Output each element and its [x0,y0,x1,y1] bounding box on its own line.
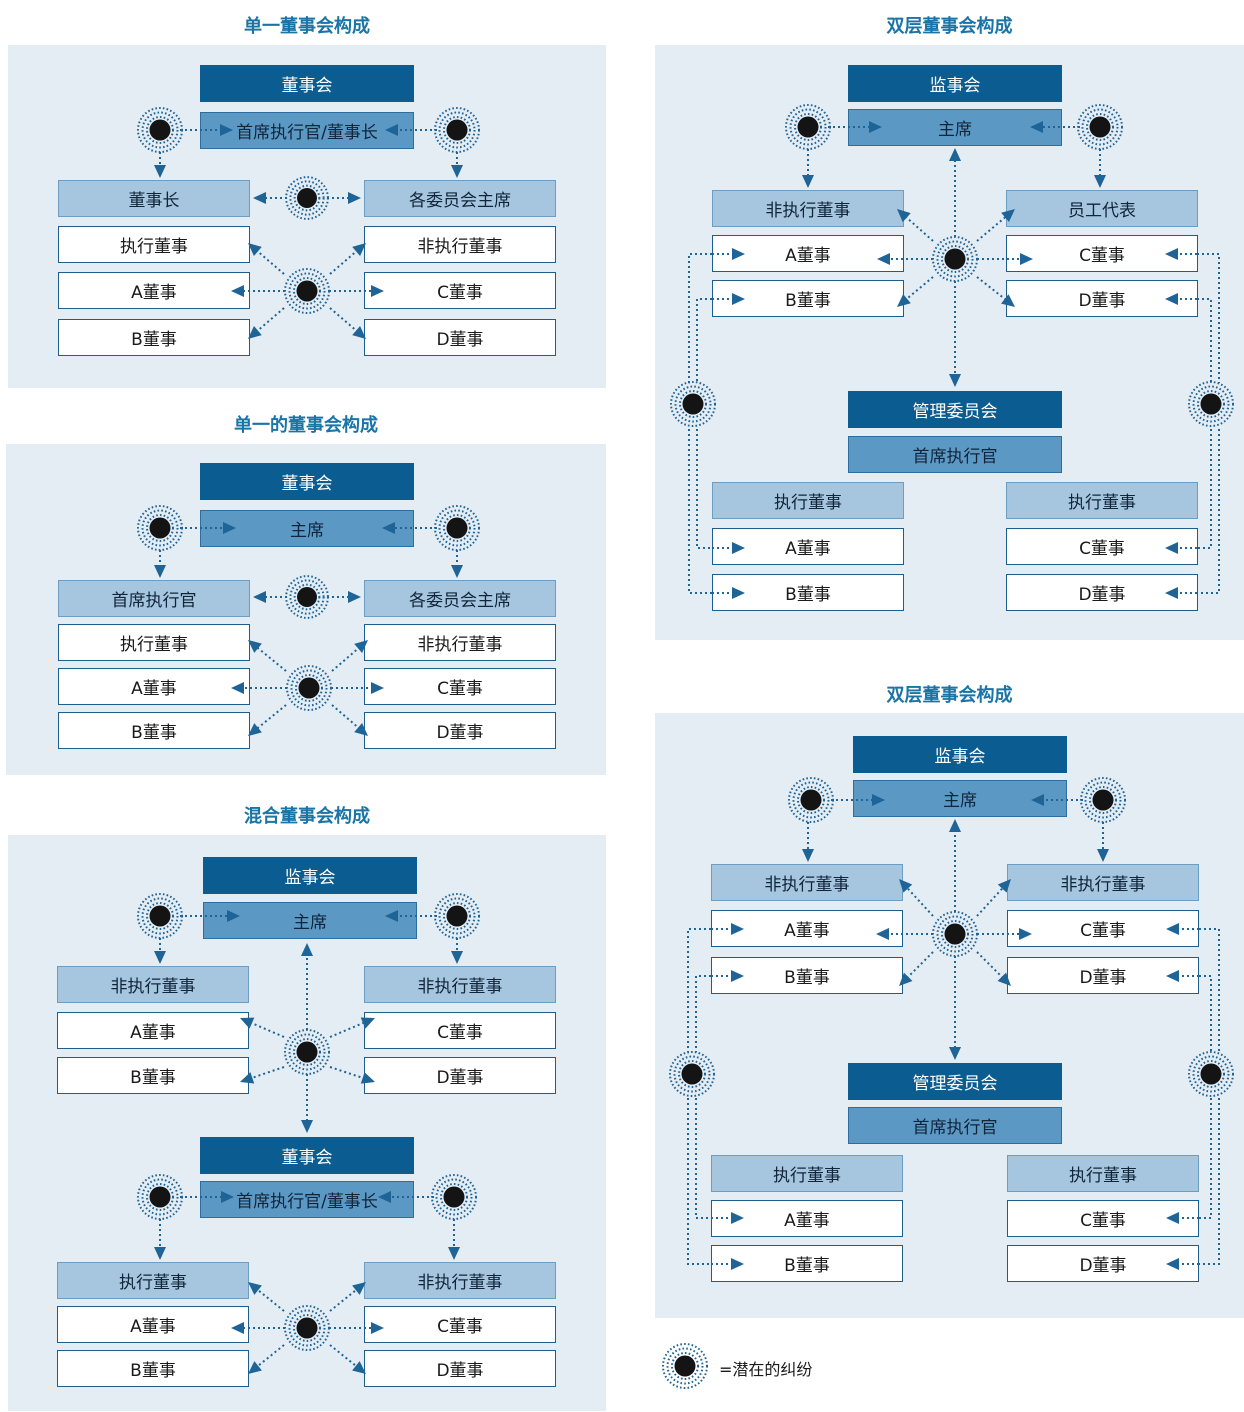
director-box: A董事 [57,1012,249,1049]
director-box: A董事 [57,1306,249,1343]
director-box: B董事 [711,957,903,994]
legend-label: =潜在的纠纷 [719,1360,813,1379]
director-box: D董事 [364,319,556,356]
committee-chairs-header: 各委员会主席 [364,580,556,617]
conflict-icon [662,1343,708,1389]
director-box: 执行董事 [58,226,250,263]
non-exec-header: 非执行董事 [1007,864,1199,901]
director-box: A董事 [711,1200,903,1237]
director-box: A董事 [58,668,250,705]
non-exec-header: 非执行董事 [364,966,556,1003]
director-box: B董事 [57,1350,249,1387]
diagram-5-title: 双层董事会构成 [886,685,1013,706]
director-box: D董事 [364,1057,556,1094]
diagram-2-title: 单一的董事会构成 [234,415,378,436]
director-box: B董事 [58,712,250,749]
non-exec-header: 非执行董事 [57,966,249,1003]
director-box: D董事 [1007,957,1199,994]
director-box: A董事 [712,235,904,272]
director-box: D董事 [1006,280,1198,317]
chairman-header: 董事长 [58,180,250,217]
director-box: C董事 [364,1012,556,1049]
board-box: 董事会 [200,463,414,500]
management-board-box: 管理委员会 [848,391,1062,428]
director-box: D董事 [1006,574,1198,611]
ceo-chairman-box: 首席执行官/董事长 [200,112,414,149]
director-box: D董事 [364,712,556,749]
diagram-3-title: 混合董事会构成 [244,806,370,827]
non-exec-header: 非执行董事 [711,864,903,901]
committee-chairs-header: 各委员会主席 [364,180,556,217]
director-box: A董事 [712,528,904,565]
director-box: C董事 [1007,1200,1199,1237]
director-box: A董事 [711,910,903,947]
director-box: C董事 [1007,910,1199,947]
supervisory-board-box: 监事会 [848,65,1062,102]
director-box: A董事 [58,272,250,309]
board-box: 董事会 [200,65,414,102]
non-exec-header: 非执行董事 [364,1262,556,1299]
exec-header: 执行董事 [1006,482,1198,519]
director-box: C董事 [364,668,556,705]
director-box: B董事 [712,574,904,611]
director-box: B董事 [57,1057,249,1094]
exec-header: 执行董事 [712,482,904,519]
employee-rep-header: 员工代表 [1006,190,1198,227]
management-board-box: 管理委员会 [848,1063,1062,1100]
director-box: 非执行董事 [364,226,556,263]
director-box: D董事 [1007,1245,1199,1282]
diagram-1-title: 单一董事会构成 [244,16,370,37]
director-box: 非执行董事 [364,624,556,661]
director-box: B董事 [58,319,250,356]
director-box: C董事 [364,1306,556,1343]
non-exec-header: 非执行董事 [712,190,904,227]
director-box: C董事 [364,272,556,309]
ceo-box: 首席执行官 [848,436,1062,473]
ceo-header: 首席执行官 [58,580,250,617]
board-box: 董事会 [200,1137,414,1174]
exec-header: 执行董事 [57,1262,249,1299]
chairman-box: 主席 [853,780,1067,817]
director-box: D董事 [364,1350,556,1387]
exec-header: 执行董事 [1007,1155,1199,1192]
director-box: B董事 [712,280,904,317]
director-box: C董事 [1006,235,1198,272]
chairman-box: 主席 [203,902,417,939]
supervisory-board-box: 监事会 [203,857,417,894]
director-box: B董事 [711,1245,903,1282]
chairman-box: 主席 [200,510,414,547]
chairman-box: 主席 [848,109,1062,146]
diagram-4-title: 双层董事会构成 [886,16,1013,37]
director-box: 执行董事 [58,624,250,661]
exec-header: 执行董事 [711,1155,903,1192]
director-box: C董事 [1006,528,1198,565]
supervisory-board-box: 监事会 [853,736,1067,773]
ceo-box: 首席执行官 [848,1107,1062,1144]
ceo-chairman-box: 首席执行官/董事长 [200,1181,414,1218]
